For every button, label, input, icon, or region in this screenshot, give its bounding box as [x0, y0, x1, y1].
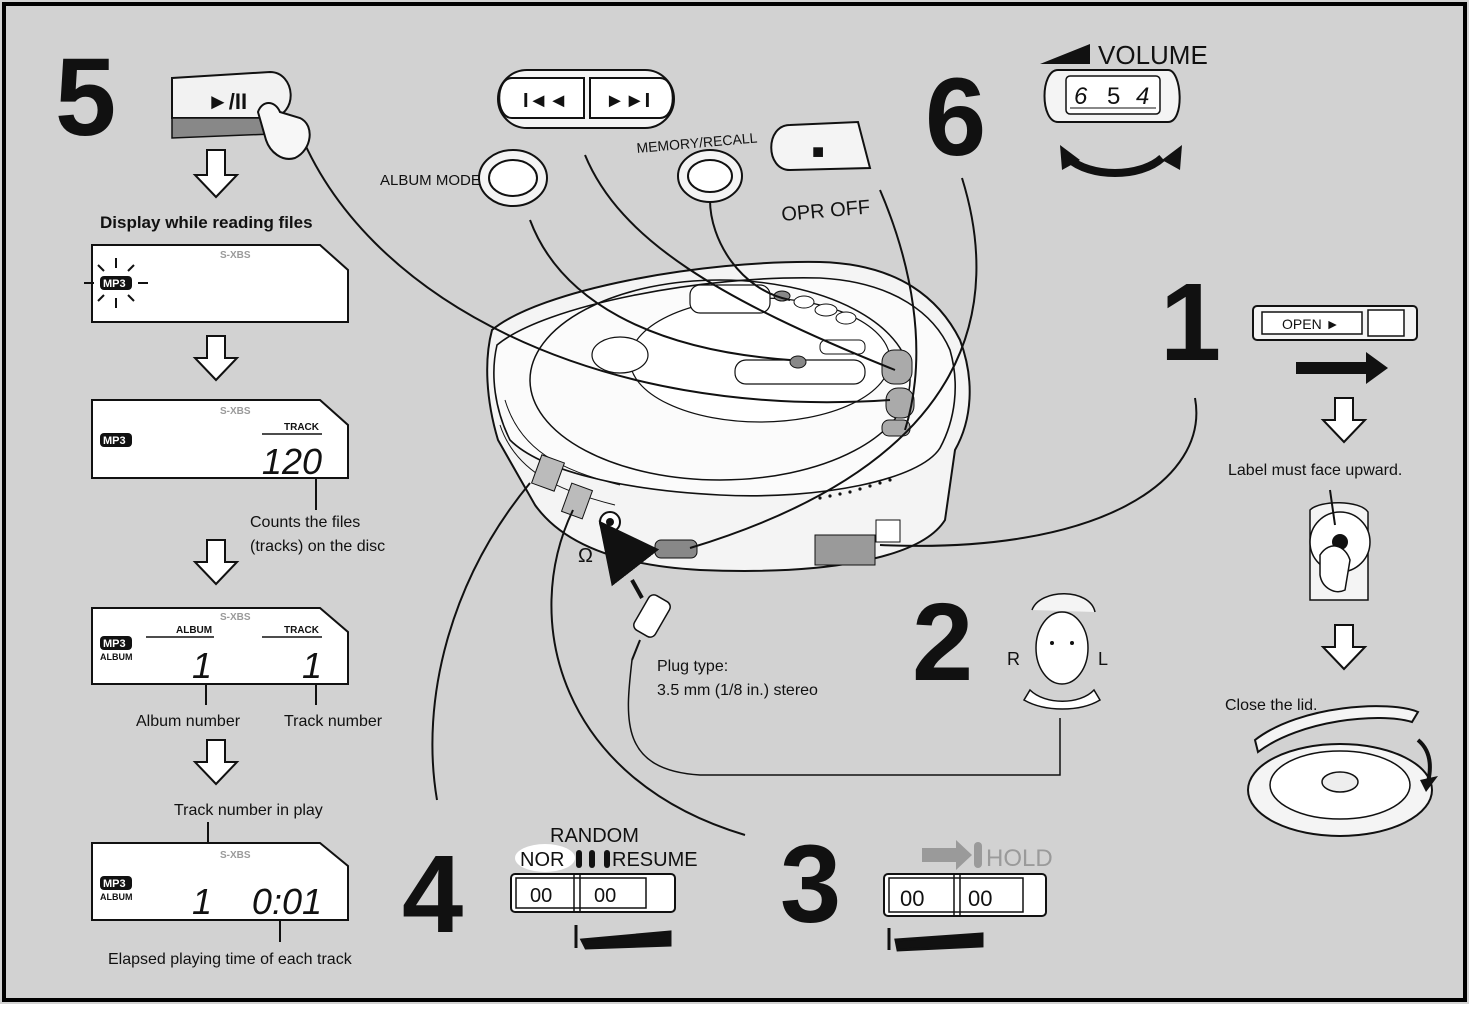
track-number-digit: 1 [302, 645, 322, 686]
sxbs-label: S-XBS [220, 850, 251, 861]
elapsed-digits: 0:01 [252, 881, 322, 922]
nor-label: NOR [520, 849, 564, 871]
step-1-number: 1 [1160, 261, 1221, 384]
track-label: TRACK [284, 422, 320, 433]
file-count-digits: 120 [262, 441, 322, 482]
lcd-file-count: S-XBS TRACK MP3 120 [92, 400, 348, 482]
volume-digit-4: 4 [1136, 83, 1149, 110]
sxbs-label: S-XBS [220, 250, 251, 261]
open-label: OPEN ► [1282, 316, 1339, 332]
memory-recall-button[interactable] [678, 150, 742, 202]
hold-switch[interactable]: 00 00 [884, 874, 1046, 916]
switch-mark: 00 [594, 885, 616, 907]
close-lid-caption: Close the lid. [1225, 697, 1318, 714]
caption-counts-2: (tracks) on the disc [250, 538, 385, 555]
mp3-indicator: MP3 [103, 638, 126, 650]
prev-label: I◄◄ [523, 90, 568, 112]
stop-button[interactable]: ■ [771, 122, 870, 170]
prev-button[interactable]: I◄◄ [499, 78, 584, 118]
hold-label: HOLD [986, 845, 1053, 872]
album-mode-button[interactable] [479, 150, 547, 206]
label-up-caption: Label must face upward. [1228, 462, 1402, 479]
sxbs-label: S-XBS [220, 406, 251, 417]
disc-insert-illustration [1310, 490, 1370, 600]
left-ear-label: L [1098, 649, 1108, 669]
switch-mark: 00 [968, 886, 992, 911]
random-label: RANDOM [550, 825, 639, 847]
volume-label: VOLUME [1098, 40, 1208, 70]
switch-mark: 00 [900, 886, 924, 911]
play-mode-switch[interactable]: 00 00 [511, 874, 675, 912]
album-number-digit: 1 [192, 645, 212, 686]
right-ear-label: R [1007, 649, 1020, 669]
next-label: ►►I [605, 90, 650, 112]
stop-icon: ■ [812, 141, 824, 163]
mp3-indicator: MP3 [103, 878, 126, 890]
volume-digit-6: 6 [1074, 83, 1088, 110]
resume-label: RESUME [612, 849, 698, 871]
step-2-number: 2 [912, 581, 973, 704]
lcd-reading: S-XBS MP3 [84, 245, 348, 322]
step-4-number: 4 [402, 833, 463, 956]
caption-elapsed: Elapsed playing time of each track [108, 951, 353, 968]
album-mode-label: ALBUM MODE [380, 172, 481, 189]
lcd-album-track: S-XBS ALBUM TRACK MP3 ALBUM 1 1 [92, 608, 348, 686]
track-label: TRACK [284, 625, 320, 636]
caption-track-number: Track number [284, 713, 383, 730]
caption-counts: Counts the files [250, 514, 360, 531]
play-track-digit: 1 [192, 881, 212, 922]
volume-digit-5: 5 [1107, 83, 1120, 110]
step-6-number: 6 [925, 56, 986, 179]
play-pause-label: ►/II [207, 89, 247, 114]
display-heading: Display while reading files [100, 213, 313, 232]
lcd-elapsed: S-XBS MP3 ALBUM 1 0:01 [92, 843, 348, 922]
album-label: ALBUM [176, 625, 212, 636]
skip-buttons: I◄◄ ►►I [498, 70, 674, 128]
step-5-number: 5 [55, 36, 116, 159]
volume-dial[interactable]: 6 5 4 [1045, 70, 1180, 122]
cd-player [487, 262, 969, 571]
sxbs-label: S-XBS [220, 612, 251, 623]
album-tag: ALBUM [100, 892, 133, 902]
next-button[interactable]: ►►I [590, 78, 673, 118]
step-3-number: 3 [780, 823, 841, 946]
caption-album-number: Album number [136, 713, 241, 730]
mp3-indicator: MP3 [103, 278, 126, 290]
mp3-indicator: MP3 [103, 435, 126, 447]
album-tag: ALBUM [100, 652, 133, 662]
open-switch[interactable]: OPEN ► [1253, 306, 1417, 340]
caption-track-in-play: Track number in play [174, 802, 323, 819]
switch-mark: 00 [530, 885, 552, 907]
plug-spec-label: 3.5 mm (1/8 in.) stereo [657, 682, 818, 699]
plug-type-label: Plug type: [657, 658, 728, 675]
headphone-jack-icon: Ω [578, 545, 593, 567]
